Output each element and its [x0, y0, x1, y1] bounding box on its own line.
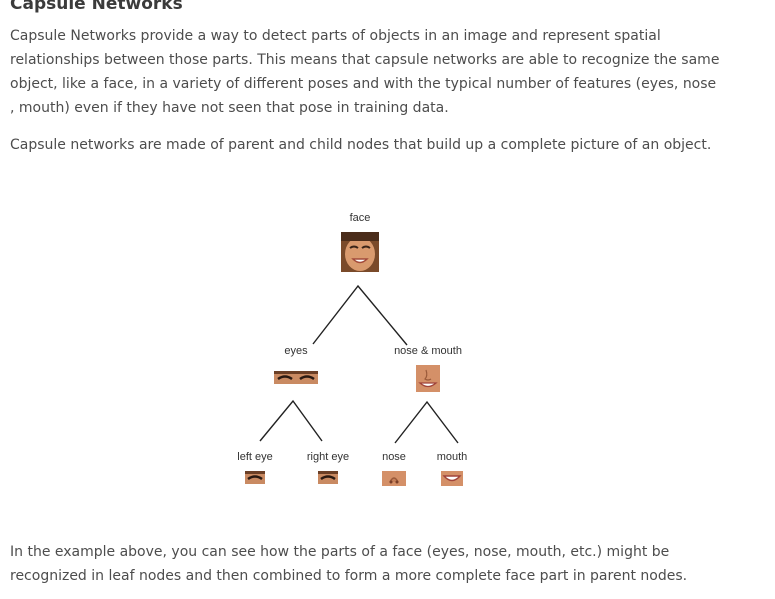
edge-eyes-children	[259, 399, 323, 442]
eyes-image	[274, 371, 318, 384]
nose-image	[382, 471, 406, 486]
node-label-left-eye: left eye	[237, 451, 273, 463]
right-eye-image	[318, 471, 338, 484]
nose-mouth-image	[416, 365, 440, 392]
intro-paragraph: Capsule Networks provide a way to detect…	[10, 28, 720, 116]
node-label-mouth: mouth	[436, 451, 468, 463]
structure-paragraph: Capsule networks are made of parent and …	[10, 137, 712, 153]
edge-nose-mouth-children	[394, 400, 459, 444]
node-label-nose-mouth: nose & mouth	[394, 345, 462, 357]
mouth-image	[441, 471, 463, 486]
node-label-nose: nose	[382, 451, 406, 463]
node-label-face: face	[349, 212, 371, 224]
edge-face-children	[312, 284, 408, 346]
face-image	[341, 232, 379, 272]
left-eye-image	[245, 471, 265, 484]
node-label-right-eye: right eye	[306, 451, 350, 463]
article-heading: Capsule Networks	[10, 0, 183, 14]
node-label-eyes: eyes	[284, 345, 308, 357]
conclusion-paragraph: In the example above, you can see how th…	[10, 544, 688, 584]
